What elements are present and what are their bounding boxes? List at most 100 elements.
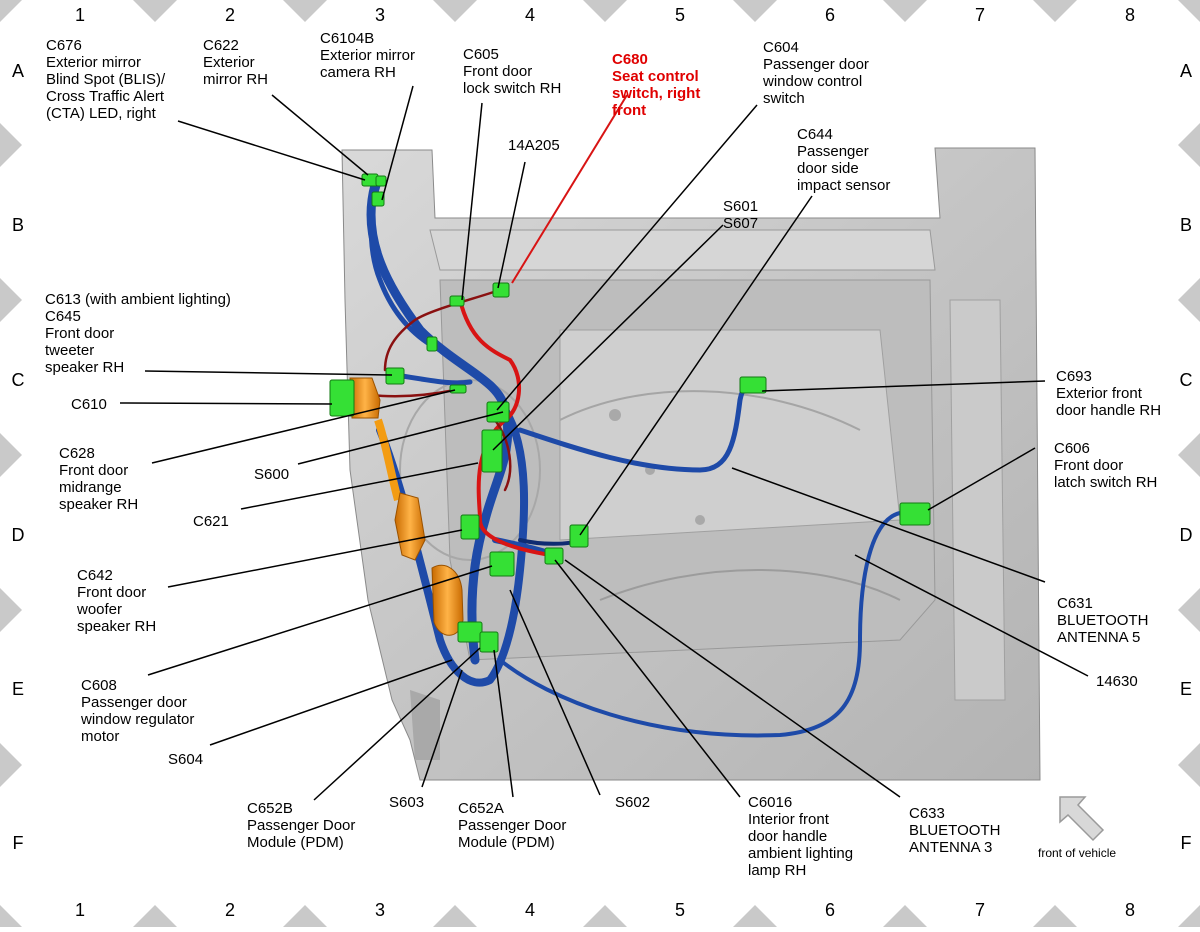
front-of-vehicle-label: front of vehicle xyxy=(1038,846,1116,860)
leader-s601 xyxy=(492,224,724,451)
label-c621-line: C621 xyxy=(193,513,229,530)
leader-c613 xyxy=(144,370,393,376)
label-c608-line: window regulator xyxy=(80,711,194,728)
grid-marker-bottom xyxy=(1033,905,1077,927)
label-c606-line: C606 xyxy=(1054,440,1090,457)
label-c676-line: (CTA) LED, right xyxy=(46,105,157,122)
leader-14a205 xyxy=(497,161,526,289)
c6104b-connector xyxy=(371,191,385,207)
c608-connector xyxy=(489,551,515,577)
label-c608-line: motor xyxy=(81,728,119,745)
label-c608-line: Passenger door xyxy=(81,694,187,711)
grid-marker-right xyxy=(1178,123,1200,167)
label-c676-line: Blind Spot (BLIS)/ xyxy=(46,71,166,88)
label-s604-line: S604 xyxy=(168,751,203,768)
grid-marker-bottom xyxy=(283,905,327,927)
label-c628-line: C628 xyxy=(59,445,95,462)
c622-connector xyxy=(375,175,387,187)
label-c613-line: tweeter xyxy=(45,342,94,359)
grid-marker-left xyxy=(0,743,22,787)
label-s602: S602 xyxy=(615,794,650,811)
leader-s602 xyxy=(509,589,601,796)
leader-c631 xyxy=(731,467,1046,583)
label-c605-line: C605 xyxy=(463,46,499,63)
front-arrow-icon xyxy=(1059,796,1105,842)
label-c652b-line: Module (PDM) xyxy=(247,834,344,851)
c652-connector-b xyxy=(479,631,499,653)
label-c6104b-line: camera RH xyxy=(320,64,396,81)
label-p14a205-line: 14A205 xyxy=(508,137,560,154)
grid-marker-corner xyxy=(0,905,22,927)
label-c604-line: C604 xyxy=(763,39,799,56)
label-c628-line: midrange xyxy=(59,479,122,496)
label-c642-line: C642 xyxy=(77,567,113,584)
leader-c621 xyxy=(240,462,479,510)
label-s600: S600 xyxy=(254,466,289,483)
label-c644-line: door side xyxy=(797,160,859,177)
label-c642-line: speaker RH xyxy=(77,618,156,635)
harness-upper-branch xyxy=(368,177,443,353)
leader-s600 xyxy=(297,411,504,465)
grid-marker-top xyxy=(733,0,777,22)
label-c631-line: C631 xyxy=(1057,595,1093,612)
label-c613-line: speaker RH xyxy=(45,359,124,376)
grid-column-label-top: 2 xyxy=(225,5,235,25)
label-p14a205: 14A205 xyxy=(508,137,560,154)
leader-c652a xyxy=(493,649,514,798)
grid-marker-top xyxy=(583,0,627,22)
label-c610-line: C610 xyxy=(71,396,107,413)
c642-connector xyxy=(460,514,480,540)
label-c652a-line: Module (PDM) xyxy=(458,834,555,851)
grid-column-label-bottom: 8 xyxy=(1125,900,1135,920)
c693-connector xyxy=(739,376,767,394)
leader-s604 xyxy=(209,659,453,746)
grid-column-label-top: 7 xyxy=(975,5,985,25)
label-c680-line: front xyxy=(612,102,646,119)
label-c642-line: Front door xyxy=(77,584,146,601)
grid-marker-bottom xyxy=(433,905,477,927)
label-c693-line: door handle RH xyxy=(1056,402,1161,419)
leader-c622 xyxy=(271,94,369,176)
leader-c610 xyxy=(119,402,333,405)
grid-marker-right xyxy=(1178,743,1200,787)
label-c6016-line: Interior front xyxy=(748,811,830,828)
grid-column-label-top: 5 xyxy=(675,5,685,25)
label-c6104b-line: C6104B xyxy=(320,30,374,47)
label-c6016-line: door handle xyxy=(748,828,827,845)
leader-c652b xyxy=(313,647,481,801)
label-s601-line: S601 xyxy=(723,198,758,215)
label-c610: C610 xyxy=(71,396,107,413)
grid-marker-bottom xyxy=(733,905,777,927)
grid-marker-corner xyxy=(1178,905,1200,927)
label-c633-line: BLUETOOTH xyxy=(909,822,1000,839)
dark-red-wire-1 xyxy=(383,288,502,372)
grid-row-label-left: E xyxy=(12,679,24,699)
label-c606-line: latch switch RH xyxy=(1054,474,1157,491)
c613-connector xyxy=(385,367,405,385)
leader-c628 xyxy=(151,389,456,464)
grid-column-label-bottom: 1 xyxy=(75,900,85,920)
label-c622-line: C622 xyxy=(203,37,239,54)
grid-marker-corner xyxy=(1178,0,1200,22)
label-c622-line: Exterior xyxy=(203,54,255,71)
c6016-connector xyxy=(544,547,564,565)
tweeter-wire-orange xyxy=(374,418,402,502)
grid-row-label-right: C xyxy=(1180,370,1193,390)
door-panel xyxy=(341,147,1041,781)
label-c6016-line: ambient lighting xyxy=(748,845,853,862)
grid-column-label-top: 8 xyxy=(1125,5,1135,25)
grid-marker-bottom xyxy=(133,905,177,927)
grid-row-label-left: B xyxy=(12,215,24,235)
label-p14630: 14630 xyxy=(1096,673,1138,690)
label-c606-line: Front door xyxy=(1054,457,1123,474)
label-c613-line: Front door xyxy=(45,325,114,342)
label-c604-line: Passenger door xyxy=(763,56,869,73)
